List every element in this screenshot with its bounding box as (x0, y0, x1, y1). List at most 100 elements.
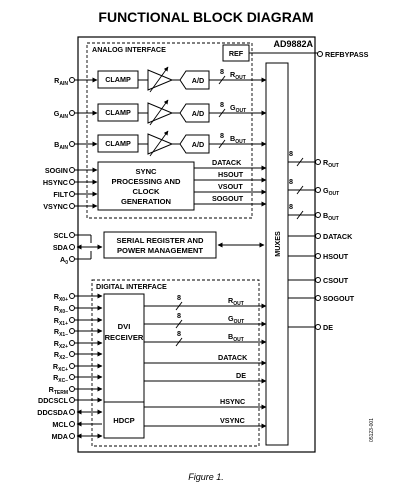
a0-pin (69, 256, 75, 262)
sync-line-3: CLOCK (133, 187, 161, 196)
gout-label-d: GOUT (228, 314, 244, 325)
amp-var-g (149, 99, 169, 126)
bus-width-rd: 8 (177, 293, 181, 302)
ddcscl-label: DDCSCL (38, 396, 69, 405)
rterm-label: RTERM (49, 385, 68, 396)
adc-label-g: A/D (192, 109, 204, 118)
a0-label: A0 (60, 255, 68, 266)
bain-label: BAIN (54, 140, 68, 151)
analog-channel-b: BAIN CLAMP A/D 8 BOUT (54, 130, 267, 157)
output-datack-label: DATACK (323, 232, 353, 241)
clamp-label-g: CLAMP (105, 108, 131, 117)
sogin-pin (69, 167, 75, 173)
output-csout: CSOUT (288, 276, 349, 285)
output-bout: 8 BOUT (288, 202, 339, 222)
bus-width-rout: 8 (289, 149, 293, 158)
filt-pin (69, 191, 75, 197)
bout-label-a: BOUT (230, 134, 246, 145)
amp-b (147, 133, 174, 155)
rx1p-input: RX1+ (54, 316, 103, 327)
muxes-label: MUXES (273, 231, 282, 257)
hdcp-label: HDCP (113, 416, 135, 425)
mda-input: MDA (52, 432, 103, 441)
output-de: DE (288, 323, 333, 332)
digital-interface-label: DIGITAL INTERFACE (96, 282, 167, 291)
analog-interface-box (86, 42, 253, 219)
amp-var-r (149, 66, 169, 93)
analog-channel-g: GAIN CLAMP A/D 8 GOUT (54, 99, 267, 126)
output-rout: 8 ROUT (288, 149, 339, 169)
dvi-line-2: RECEIVER (105, 333, 144, 342)
refbypass-pin (317, 51, 323, 57)
rout-label-d: ROUT (228, 296, 244, 307)
de-label-d: DE (236, 371, 246, 380)
hsync-pin (69, 179, 75, 185)
scl-pin (69, 232, 75, 238)
sync-line-4: GENERATION (121, 197, 171, 206)
rx0n-input: RX0– (54, 304, 103, 315)
serial-line-1: SERIAL REGISTER AND (117, 236, 204, 245)
sda-pin (69, 244, 75, 250)
amp-r (147, 69, 174, 91)
amp-var-b (149, 130, 169, 157)
serial-block (103, 231, 217, 259)
rx2p-label: RX2+ (54, 339, 68, 350)
output-csout-label: CSOUT (323, 276, 349, 285)
output-hsout: HSOUT (288, 252, 349, 261)
doc-code: 05123-001 (369, 418, 375, 442)
sogout-label-a: SOGOUT (212, 194, 244, 203)
serial-line-2: POWER MANAGEMENT (117, 246, 203, 255)
output-gout-label: GOUT (323, 186, 339, 197)
bus-width-g: 8 (220, 100, 224, 109)
chip-outputs: 8 ROUT 8 GOUT 8 BOUT DATACK HSOUT (288, 149, 355, 332)
hsync-label-d: HSYNC (220, 397, 245, 406)
refbypass-label: REFBYPASS (325, 50, 369, 59)
vsync-pin (69, 203, 75, 209)
rx0n-label: RX0– (54, 304, 68, 315)
rxcn-label: RXC– (53, 373, 68, 384)
hdcp-block (103, 401, 145, 439)
rout-label-a: ROUT (230, 70, 246, 81)
output-sogout: SOGOUT (288, 294, 355, 303)
rxcn-input: RXC– (53, 373, 103, 384)
ddcsda-input: DDCSDA (37, 408, 103, 417)
output-bout-label: BOUT (323, 211, 339, 222)
sync-line-2: PROCESSING AND (112, 177, 181, 186)
ref-label: REF (229, 49, 244, 58)
clamp-label-r: CLAMP (105, 75, 131, 84)
dvi-line-1: DVI (118, 322, 131, 331)
figure-caption: Figure 1. (188, 472, 224, 482)
gain-pin (69, 110, 75, 116)
hsync-label: HSYNC (43, 178, 68, 187)
rterm-input: RTERM (49, 385, 103, 396)
output-hsout-label: HSOUT (323, 252, 349, 261)
sogin-label: SOGIN (45, 166, 68, 175)
hsout-label-a: HSOUT (218, 170, 244, 179)
vsout-label-a: VSOUT (218, 182, 243, 191)
analog-channel-r: RAIN CLAMP A/D 8 ROUT (54, 66, 267, 93)
rx1n-label: RX1– (54, 327, 68, 338)
rx2n-label: RX2– (54, 350, 68, 361)
dvi-receiver-block (103, 293, 145, 405)
output-datack: DATACK (288, 232, 353, 241)
vsync-label-d: VSYNC (220, 416, 245, 425)
mcl-label: MCL (52, 420, 68, 429)
amp-g (147, 102, 174, 124)
filt-label: FILT (53, 190, 68, 199)
rx2n-input: RX2– (54, 350, 103, 361)
output-sogout-label: SOGOUT (323, 294, 355, 303)
mda-label: MDA (52, 432, 68, 441)
bus-width-gd: 8 (177, 311, 181, 320)
rx0p-label: RX0+ (54, 292, 68, 303)
ddcsda-label: DDCSDA (37, 408, 68, 417)
rain-label: RAIN (54, 76, 68, 87)
bus-width-bd: 8 (177, 329, 181, 338)
diagram-title: FUNCTIONAL BLOCK DIAGRAM (98, 9, 313, 25)
digital-outputs: 8 ROUT 8 GOUT 8 BOUT DATACK DE HSYNC VSY… (144, 293, 267, 429)
bain-pin (69, 141, 75, 147)
bus-width-r: 8 (220, 67, 224, 76)
gout-label-a: GOUT (230, 103, 246, 114)
part-number: AD9882A (273, 39, 313, 49)
rx1n-input: RX1– (54, 327, 103, 338)
